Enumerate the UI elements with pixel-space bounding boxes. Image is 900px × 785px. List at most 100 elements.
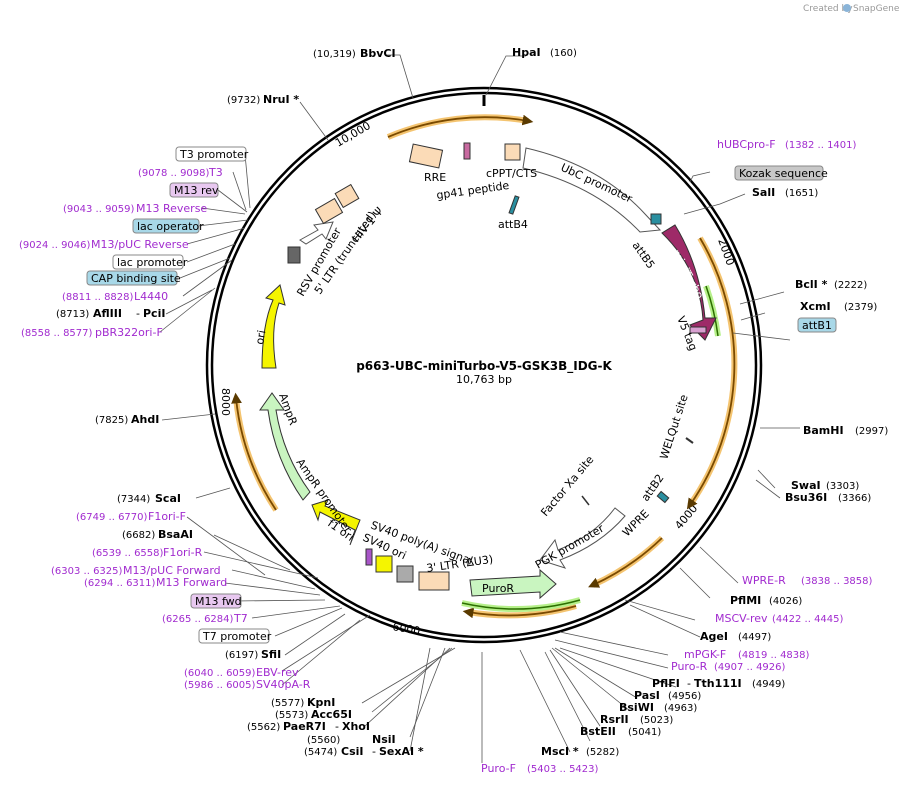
box-t7-promoter[interactable] [198, 628, 270, 644]
label-m13-puc-reverse[interactable]: M13/pUC Reverse [91, 238, 189, 251]
label-sfii[interactable]: SfiI [261, 648, 281, 661]
label-scai[interactable]: ScaI [155, 492, 181, 505]
sv40ori-box [375, 555, 393, 573]
attb5-box [650, 213, 662, 225]
label-f1ori-r[interactable]: F1ori-R [163, 546, 203, 559]
num-csii: (5474) [304, 747, 337, 758]
label-puro-r[interactable]: Puro-R [671, 660, 708, 673]
num-bsu36i: (3366) [838, 493, 871, 504]
num-pasi: (4956) [668, 691, 701, 702]
label-kpni[interactable]: KpnI [307, 696, 335, 709]
label-hubcpro-f[interactable]: hUBCpro-F [717, 138, 776, 151]
ltr5-box [314, 197, 344, 225]
num-bbvci: (10,319) [313, 49, 356, 60]
num-m13-reverse: (9043 .. 9059) [63, 204, 135, 215]
label-sali[interactable]: SalI [752, 186, 775, 199]
label-m13-puc-forward[interactable]: M13/pUC Forward [123, 564, 221, 577]
num-sali: (1651) [785, 188, 818, 199]
ubc-promoter-arrow [522, 147, 662, 233]
box-kozak-sequence[interactable] [734, 165, 824, 181]
puror-arrow [469, 568, 557, 600]
orange-arc-1 [386, 114, 529, 140]
label-sv40pa-r[interactable]: SV40pA-R [256, 678, 311, 691]
label-csii[interactable]: CsiI [341, 745, 363, 758]
f1ori-arrow [311, 499, 361, 546]
label-sexai[interactable]: SexAI * [379, 745, 424, 758]
num-t3: (9078 .. 9098) [138, 168, 210, 179]
box-t3-promoter[interactable] [175, 146, 247, 162]
label-paer7i[interactable]: PaeR7I [283, 720, 326, 733]
label-afliii[interactable]: AflIII [93, 307, 122, 320]
box-lac-promoter[interactable] [112, 254, 184, 270]
num-bsaai: (6682) [122, 530, 155, 541]
label-t3[interactable]: T3 [208, 166, 223, 179]
rre-box [408, 143, 444, 169]
label-cap-binding-site: CAP binding site [91, 272, 181, 285]
label-ebv-rev[interactable]: EBV-rev [256, 666, 299, 679]
num-bcli: (2222) [834, 280, 867, 291]
label-bcli[interactable]: BclI * [795, 278, 828, 291]
label-pbr322ori[interactable]: pBR322ori-F [95, 326, 163, 339]
sv40-small-box [365, 548, 373, 566]
feature-factorxa: Factor Xa site [538, 453, 596, 519]
miniturbo-arrow [661, 224, 717, 341]
num-ebv-rev: (6040 .. 6059) [184, 668, 256, 679]
label-m13-reverse[interactable]: M13 Reverse [136, 202, 207, 215]
label-l4440[interactable]: L4440 [134, 290, 168, 303]
num-m13-puc-reverse: (9024 .. 9046) [19, 240, 91, 251]
label-ahdi[interactable]: AhdI [131, 413, 159, 426]
label-wpre-r[interactable]: WPRE-R [742, 574, 786, 587]
box-attb1[interactable] [797, 317, 837, 333]
label-hpai[interactable]: HpaI [512, 46, 541, 59]
label-t3-promoter: T3 promoter [179, 148, 249, 161]
label-acc65i[interactable]: Acc65I [311, 708, 352, 721]
label-bbvci[interactable]: BbvCI [360, 47, 396, 60]
label-agei[interactable]: AgeI [700, 630, 728, 643]
label-f1ori-f[interactable]: F1ori-F [148, 510, 186, 523]
welqut-mark [685, 437, 694, 444]
num-paer7i: (5562) [247, 722, 280, 733]
label-bamhi[interactable]: BamHI [803, 424, 844, 437]
label-bsaai[interactable]: BsaAI [158, 528, 193, 541]
label-puro-f[interactable]: Puro-F [481, 762, 516, 775]
label-m13-forward[interactable]: M13 Forward [156, 576, 227, 589]
label-pflfi[interactable]: PflFI [652, 677, 680, 690]
num-nrui: (9732) [227, 95, 260, 106]
box-lac-operator[interactable] [132, 218, 200, 234]
label-tth111i[interactable]: Tth111I [694, 677, 742, 690]
tick-4000: 4000 [672, 502, 700, 532]
num-pbr322ori: (8558 .. 8577) [21, 328, 93, 339]
label-mpgk-f[interactable]: mPGK-F [684, 648, 726, 661]
num-t7: (6265 .. 6284) [162, 614, 234, 625]
label-pcii[interactable]: PciI [143, 307, 165, 320]
box-m13-rev[interactable] [169, 182, 219, 198]
plasmid-length: 10,763 bp [456, 373, 512, 386]
label-lac-promoter: lac promoter [117, 256, 188, 269]
label-swai[interactable]: SwaI [791, 479, 821, 492]
label-bsu36i[interactable]: Bsu36I [785, 491, 827, 504]
label-pasi[interactable]: PasI [634, 689, 660, 702]
num-m13-forward: (6294 .. 6311) [84, 578, 156, 589]
num-ahdi: (7825) [95, 415, 128, 426]
label-bsteii[interactable]: BstEII [580, 725, 616, 738]
num-agei: (4497) [738, 632, 771, 643]
label-bsiwi[interactable]: BsiWI [619, 701, 654, 714]
label-m13-rev: M13 rev [174, 184, 219, 197]
label-nrui[interactable]: NruI * [263, 93, 299, 106]
label-pflmi[interactable]: PflMI [730, 594, 761, 607]
credit-text: Created by [803, 4, 853, 14]
label-t7[interactable]: T7 [233, 612, 248, 625]
sep-pflfi: - [687, 677, 691, 690]
num-bamhi: (2997) [855, 426, 888, 437]
label-xhoi[interactable]: XhoI [342, 720, 370, 733]
num-mscv-rev: (4422 .. 4445) [772, 614, 844, 625]
box-cap-binding-site[interactable] [86, 270, 178, 286]
label-xcmi[interactable]: XcmI [800, 300, 831, 313]
box-m13-fwd[interactable] [190, 593, 242, 609]
label-msci[interactable]: MscI * [541, 745, 579, 758]
label-mscv-rev[interactable]: MSCV-rev [715, 612, 768, 625]
label-nsii[interactable]: NsiI [372, 733, 396, 746]
label-rsrii[interactable]: RsrII [600, 713, 629, 726]
num-sfii: (6197) [225, 650, 258, 661]
